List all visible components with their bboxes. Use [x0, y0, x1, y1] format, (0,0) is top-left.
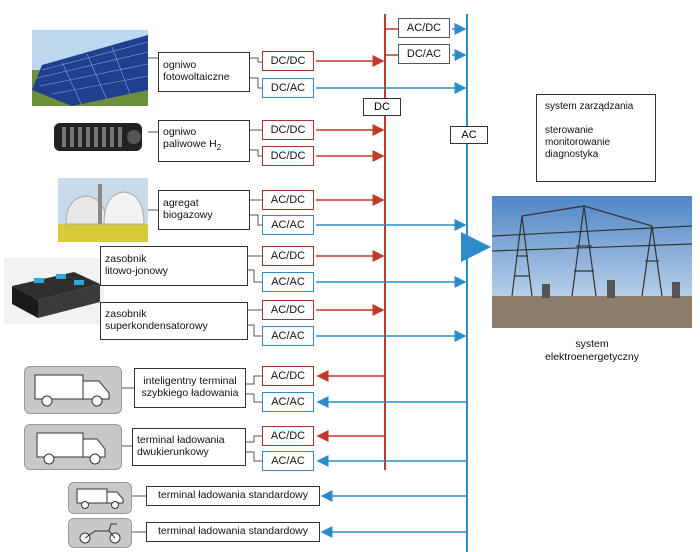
smart-terminal-label-1: inteligentny terminal [143, 375, 237, 387]
converter-sc-acac: AC/AC [262, 326, 314, 346]
converter-top-acdc: AC/DC [398, 18, 450, 38]
power-system-label: system elektroenergetyczny [492, 338, 692, 364]
power-system-label-1: system [575, 338, 609, 350]
lithium-label-2: litowo-jonowy [105, 265, 169, 277]
bidir-terminal-label-1: terminal ładowania [137, 434, 225, 446]
lithium-label-1: zasobnik [105, 253, 147, 265]
converter-bidir-acac: AC/AC [262, 451, 314, 471]
pv-label-1: ogniwo [163, 59, 197, 71]
smart-terminal-label-2: szybkiego ładowania [141, 387, 239, 399]
dc-bus-label: DC [363, 98, 401, 116]
scooter-icon [68, 518, 132, 548]
pv-cell-box: ogniwo fotowoltaiczne [158, 52, 250, 92]
pv-label-2: fotowoltaiczne [163, 71, 230, 83]
management-control: sterowanie [545, 125, 594, 136]
std-terminal-scooter-label: terminal ładowania standardowy [158, 525, 308, 537]
management-monitoring: monitorowanie [545, 137, 611, 148]
ac-bus-label: AC [450, 126, 488, 144]
truck-icon [24, 424, 122, 470]
management-system-box: system zarządzania sterowanie monitorowa… [536, 94, 656, 182]
bidir-terminal-label-2: dwukierunkowy [137, 446, 209, 458]
supercap-label-2: superkondensatorowy [105, 320, 208, 332]
battery-image [4, 258, 104, 324]
biogas-label-1: agregat [163, 197, 199, 209]
std-terminal-truck-label: terminal ładowania standardowy [158, 489, 308, 501]
supercap-storage-box: zasobnik superkondensatorowy [100, 302, 248, 340]
fuel-cell-box: ogniwo paliwowe H2 [158, 120, 250, 162]
biogas-label-2: biogazowy [163, 209, 213, 221]
converter-smart-acac: AC/AC [262, 392, 314, 412]
management-diagnostics: diagnostyka [545, 149, 599, 160]
solar-panel-image [32, 30, 148, 106]
standard-terminal-truck-box: terminal ładowania standardowy [146, 486, 320, 506]
smart-terminal-box: inteligentny terminal szybkiego ładowani… [134, 368, 246, 408]
converter-li-acac: AC/AC [262, 272, 314, 292]
standard-terminal-scooter-box: terminal ładowania standardowy [146, 522, 320, 542]
converter-bio-acac: AC/AC [262, 215, 314, 235]
converter-sc-acdc: AC/DC [262, 300, 314, 320]
fuelcell-label-1: ogniwo [163, 126, 197, 138]
management-title: system zarządzania [545, 101, 634, 112]
fuel-cell-image [48, 113, 148, 161]
converter-bio-acdc: AC/DC [262, 190, 314, 210]
converter-smart-acdc: AC/DC [262, 366, 314, 386]
converter-fc-dcdc-1: DC/DC [262, 120, 314, 140]
lithium-storage-box: zasobnik litowo-jonowy [100, 246, 248, 286]
power-substation-image [492, 196, 692, 328]
converter-li-acdc: AC/DC [262, 246, 314, 266]
converter-top-dcac: DC/AC [398, 44, 450, 64]
fuelcell-label-2: paliwowe H2 [163, 138, 222, 153]
delivery-van-icon [24, 366, 122, 414]
converter-bidir-acdc: AC/DC [262, 426, 314, 446]
converter-fc-dcdc-2: DC/DC [262, 146, 314, 166]
biogas-box: agregat biogazowy [158, 190, 250, 230]
small-van-icon [68, 482, 132, 514]
bidirectional-terminal-box: terminal ładowania dwukierunkowy [132, 428, 246, 466]
converter-pv-dcdc: DC/DC [262, 51, 314, 71]
biogas-plant-image [58, 178, 148, 242]
supercap-label-1: zasobnik [105, 308, 147, 320]
converter-pv-dcac: DC/AC [262, 78, 314, 98]
power-system-label-2: elektroenergetyczny [545, 351, 639, 363]
